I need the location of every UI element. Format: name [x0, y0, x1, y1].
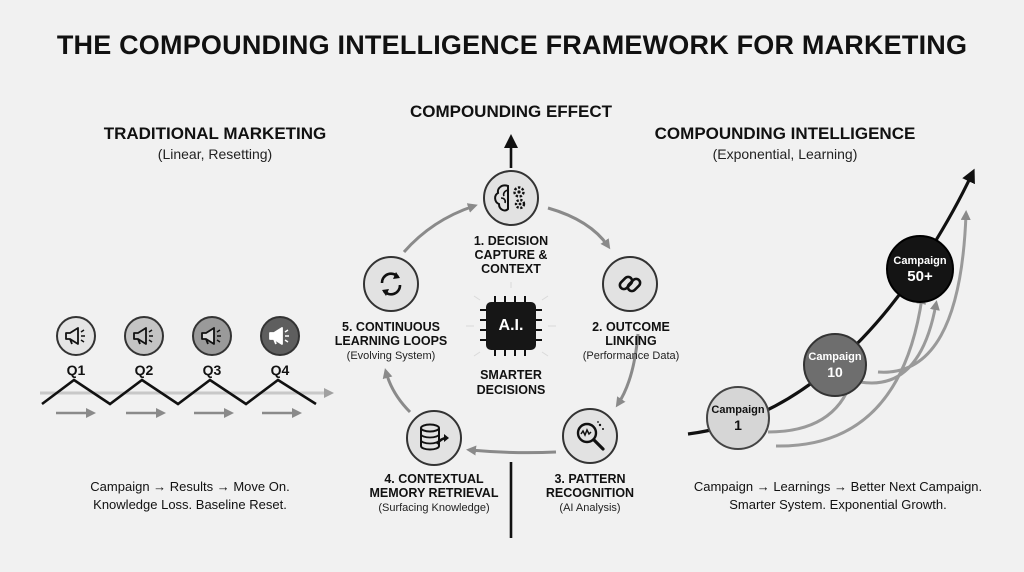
node-continuous-learning: 5. CONTINUOUS LEARNING LOOPS	[334, 320, 448, 348]
page-title: THE COMPOUNDING INTELLIGENCE FRAMEWORK F…	[56, 30, 968, 60]
arrow-5-to-1	[402, 203, 478, 253]
compounding-caption: Campaign → Learnings → Better Next Campa…	[693, 479, 983, 512]
ai-chip-label: A.I.	[498, 317, 524, 334]
node-outcome-linking-sub: (Performance Data)	[582, 350, 680, 362]
node-pattern-recognition: 3. PATTERN RECOGNITION	[545, 472, 635, 500]
traditional-subheading: (Linear, Resetting)	[157, 146, 273, 162]
megaphone-icon	[260, 316, 300, 356]
node-outcome-linking: 2. OUTCOME LINKING	[592, 320, 670, 348]
quarter-label: Q1	[66, 362, 86, 378]
magnifier-icon	[562, 408, 618, 464]
traditional-timeline	[40, 378, 334, 418]
arrow-1-to-2	[547, 206, 611, 250]
campaign-1-node: Campaign 1	[706, 386, 770, 450]
compounding-effect-label: COMPOUNDING EFFECT	[409, 102, 613, 121]
quarter-label: Q4	[270, 362, 290, 378]
node-contextual-memory-sub: (Surfacing Knowledge)	[378, 502, 490, 514]
arrow-3-to-4	[466, 445, 557, 456]
quarter-label: Q3	[202, 362, 222, 378]
megaphone-icon	[124, 316, 164, 356]
node-pattern-recognition-sub: (AI Analysis)	[559, 502, 621, 514]
megaphone-icon	[56, 316, 96, 356]
brain-gears-icon	[483, 170, 539, 226]
arrow-4-to-5	[382, 368, 412, 414]
traditional-heading: TRADITIONAL MARKETING	[103, 124, 327, 143]
node-contextual-memory: 4. CONTEXTUAL MEMORY RETRIEVAL	[369, 472, 499, 500]
node-decision-capture: 1. DECISION CAPTURE & CONTEXT	[473, 234, 549, 276]
compounding-subheading: (Exponential, Learning)	[712, 146, 858, 162]
zigzag-line	[41, 378, 317, 406]
framework-cycle	[382, 134, 640, 538]
campaign-10-node: Campaign 10	[803, 333, 867, 397]
link-icon	[602, 256, 658, 312]
refresh-cycle-icon	[363, 256, 419, 312]
node-continuous-learning-sub: (Evolving System)	[346, 350, 436, 362]
arrow-2-to-3	[615, 333, 640, 408]
compounding-heading: COMPOUNDING INTELLIGENCE	[654, 124, 916, 143]
quarter-label: Q2	[134, 362, 154, 378]
campaign-50-node: Campaign 50+	[886, 235, 954, 303]
database-icon	[406, 410, 462, 466]
megaphone-icon	[192, 316, 232, 356]
smarter-decisions-label: SMARTER DECISIONS	[476, 368, 546, 397]
ai-chip	[486, 302, 536, 350]
traditional-caption: Campaign → Results → Move On. Knowledge …	[90, 479, 290, 512]
